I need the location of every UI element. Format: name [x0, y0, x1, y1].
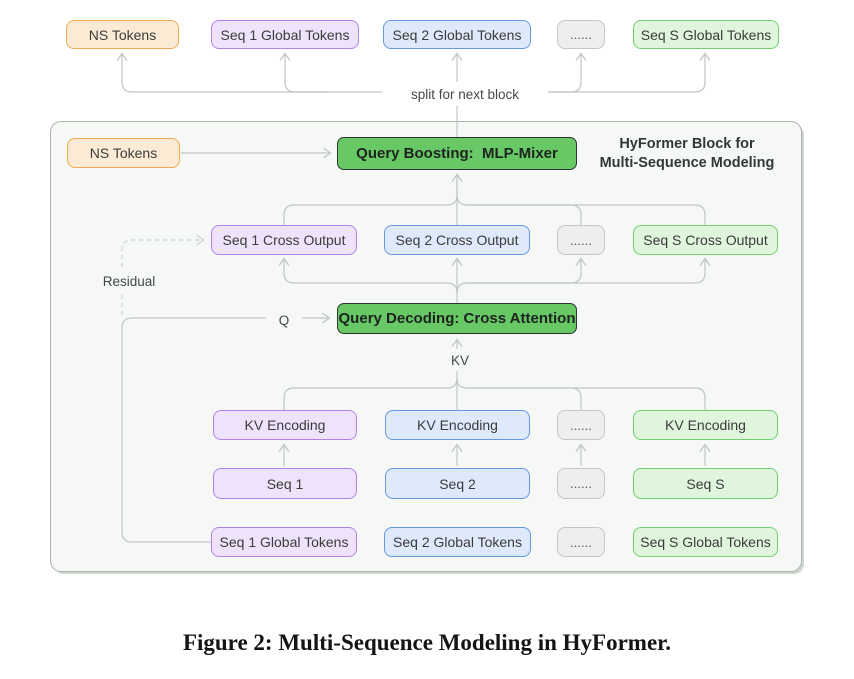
q-label: Q — [266, 309, 302, 331]
query-decoding-box: Query Decoding: Cross Attention — [337, 303, 577, 334]
seqS-cross-output-box: Seq S Cross Output — [633, 225, 778, 255]
ellipsis-kv-encoding-box: ...... — [557, 410, 605, 440]
seqS-kv-encoding-box: KV Encoding — [633, 410, 778, 440]
seq2-cross-output-box: Seq 2 Cross Output — [384, 225, 530, 255]
split-for-next-block-label: split for next block — [382, 82, 548, 106]
seq2-global-tokens-output-box: Seq 2 Global Tokens — [383, 20, 531, 49]
kv-label: KV — [440, 349, 480, 371]
seq1-global-tokens-output-box: Seq 1 Global Tokens — [211, 20, 359, 49]
seq2-kv-encoding-box: KV Encoding — [385, 410, 530, 440]
block-title-line1: HyFormer Block for — [619, 136, 755, 152]
query-boosting-box: Query Boosting: MLP-Mixer — [337, 137, 577, 170]
seq1-box: Seq 1 — [213, 468, 357, 499]
block-title: HyFormer Block for Multi-Sequence Modeli… — [578, 135, 796, 173]
block-title-line2: Multi-Sequence Modeling — [599, 155, 775, 171]
figure-caption: Figure 2: Multi-Sequence Modeling in HyF… — [182, 630, 672, 655]
seq1-cross-output-box: Seq 1 Cross Output — [211, 225, 357, 255]
seq2-box: Seq 2 — [385, 468, 530, 499]
residual-label: Residual — [94, 270, 164, 292]
seq1-global-tokens-input-box: Seq 1 Global Tokens — [211, 527, 357, 557]
seqS-global-tokens-input-box: Seq S Global Tokens — [633, 527, 778, 557]
ellipsis-output-box: ...... — [557, 20, 605, 49]
seq1-kv-encoding-box: KV Encoding — [213, 410, 357, 440]
ellipsis-seq-box: ...... — [557, 468, 605, 499]
ns-tokens-output-box: NS Tokens — [66, 20, 179, 49]
seq2-global-tokens-input-box: Seq 2 Global Tokens — [384, 527, 531, 557]
ellipsis-cross-output-box: ...... — [557, 225, 605, 255]
seqS-box: Seq S — [633, 468, 778, 499]
ellipsis-global-tokens-box: ...... — [557, 527, 605, 557]
ns-tokens-input-box: NS Tokens — [67, 138, 180, 168]
seqS-global-tokens-output-box: Seq S Global Tokens — [633, 20, 779, 49]
